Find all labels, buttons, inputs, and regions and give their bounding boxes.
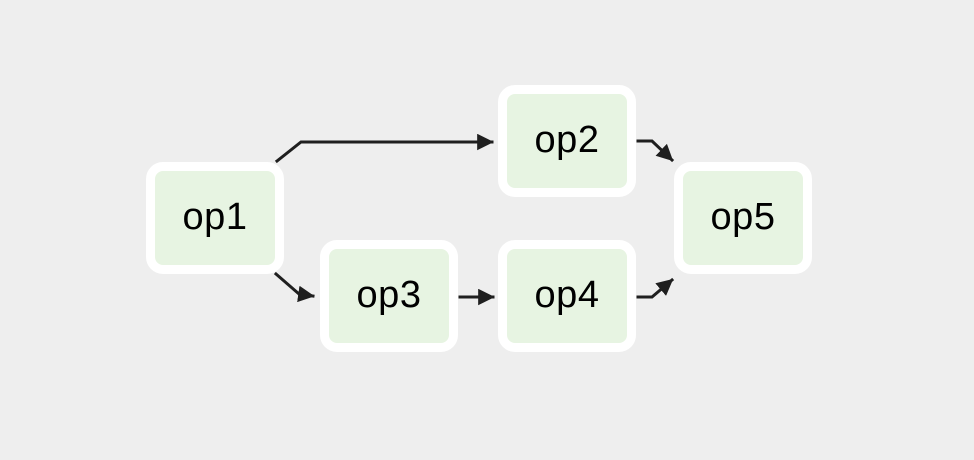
edge-op1-op2 [274,133,494,164]
edge-op2-op5 [636,139,675,163]
edge-op1-op3 [273,271,315,303]
node-op5-label: op5 [710,196,776,238]
node-op1-label: op1 [182,196,248,238]
edge-op4-op5 [636,277,675,299]
node-op4-label: op4 [534,274,600,316]
node-op1: op1 [146,162,284,274]
node-op2: op2 [498,85,636,197]
node-op4: op4 [498,240,636,352]
node-op3: op3 [320,240,458,352]
node-op3-label: op3 [356,274,422,316]
node-op5: op5 [674,162,812,274]
node-op2-label: op2 [534,119,600,161]
